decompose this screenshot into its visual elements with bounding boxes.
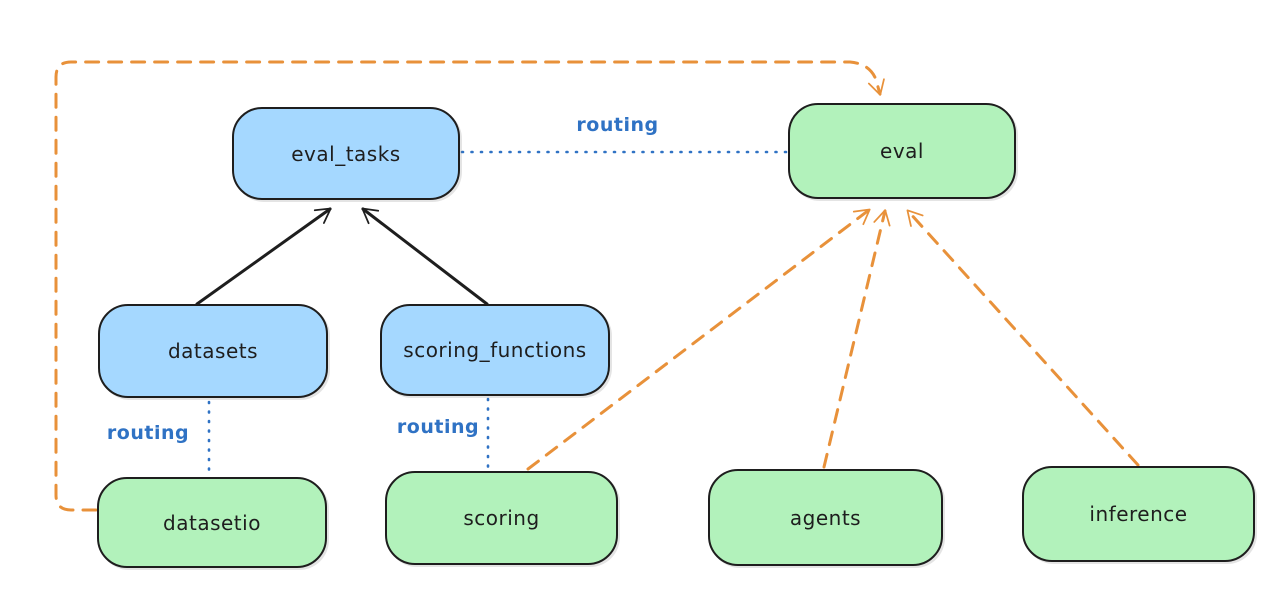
node-eval-tasks-label: eval_tasks bbox=[291, 141, 401, 166]
edge-datasets-to-eval-tasks bbox=[195, 207, 332, 306]
edge-scoring-to-eval bbox=[526, 208, 871, 471]
node-agents-label: agents bbox=[789, 505, 862, 530]
edge-label-routing-scoring-functions-scoring: routing bbox=[396, 416, 480, 438]
node-datasets-label: datasets bbox=[167, 339, 259, 363]
edge-label-routing-datasets-datasetio: routing bbox=[106, 422, 190, 444]
node-eval-tasks: eval_tasks bbox=[232, 107, 460, 200]
node-inference-label: inference bbox=[1089, 502, 1188, 526]
node-datasetio-label: datasetio bbox=[163, 510, 261, 535]
node-datasetio: datasetio bbox=[97, 477, 327, 568]
node-scoring-functions: scoring_functions bbox=[380, 304, 610, 396]
node-inference: inference bbox=[1022, 466, 1255, 562]
node-scoring: scoring bbox=[385, 471, 618, 565]
edge-scoring-functions-to-eval-tasks bbox=[361, 207, 489, 306]
node-eval: eval bbox=[788, 103, 1016, 199]
node-scoring-functions-label: scoring_functions bbox=[403, 338, 587, 362]
edge-datasetio-to-eval bbox=[54, 60, 885, 512]
node-scoring-label: scoring bbox=[463, 506, 540, 530]
node-datasets: datasets bbox=[98, 304, 328, 398]
edge-inference-to-eval bbox=[906, 209, 1140, 467]
node-agents: agents bbox=[708, 469, 943, 566]
edge-agents-to-eval bbox=[822, 209, 891, 469]
edge-label-routing-eval-tasks-eval: routing bbox=[576, 114, 659, 136]
node-eval-label: eval bbox=[880, 139, 924, 163]
